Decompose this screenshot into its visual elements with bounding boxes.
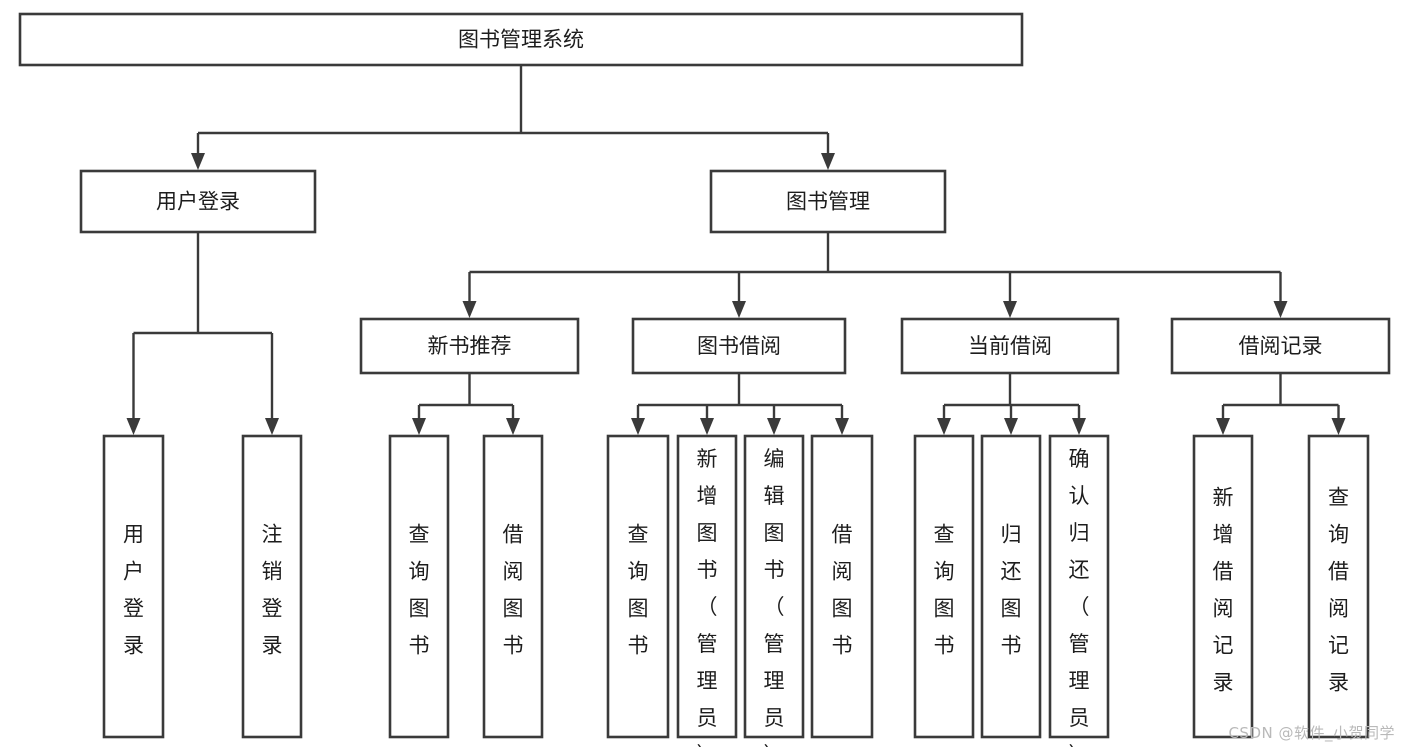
arrow-head [767,418,781,435]
node-l-borrow-book-2[interactable]: 借阅图书 [810,434,874,739]
node-box [606,434,670,739]
node-l-logout[interactable]: 注销登录 [241,434,303,739]
node-l-query-book-2[interactable]: 查询图书 [606,434,670,739]
node-l-add-book[interactable]: 新增图书（管理员） [676,434,738,747]
arrow-head [821,153,835,170]
node-l-query-record[interactable]: 查询借阅记录 [1307,434,1370,739]
node-box [1192,434,1254,739]
node-label: 新书推荐 [428,334,512,358]
node-label: 借阅图书 [503,522,524,657]
node-n-new-book-rec[interactable]: 新书推荐 [359,317,580,375]
node-label: 借阅图书 [832,522,853,657]
node-l-confirm-return[interactable]: 确认归还（管理员） [1048,434,1110,747]
node-box [631,317,847,375]
node-label: 归还图书 [1001,522,1022,657]
node-box [18,12,1024,67]
node-label: 图书借阅 [697,334,781,358]
node-box [709,169,947,234]
node-box [482,434,544,739]
node-n-user-login[interactable]: 用户登录 [79,169,317,234]
node-box [1170,317,1391,375]
node-label: 新增图书（管理员） [697,447,718,747]
arrow-head [1273,301,1288,318]
node-box [810,434,874,739]
arrow-head [1004,418,1018,435]
arrow-head [506,418,520,435]
node-l-query-book-3[interactable]: 查询图书 [913,434,975,739]
arrow-head [1072,418,1086,435]
arrow-head [265,418,279,435]
node-n-book-manage[interactable]: 图书管理 [709,169,947,234]
node-box [388,434,450,739]
node-box [743,434,805,739]
node-label: 用户登录 [156,190,240,214]
arrow-head [631,418,645,435]
node-n-book-borrow[interactable]: 图书借阅 [631,317,847,375]
node-label: 当前借阅 [968,334,1052,358]
arrow-head [937,418,951,435]
node-label: 用户登录 [123,522,144,657]
node-n-borrow-record[interactable]: 借阅记录 [1170,317,1391,375]
node-label: 注销登录 [262,522,283,657]
node-box [1048,434,1110,739]
arrow-head [191,153,205,170]
node-n-current-borrow[interactable]: 当前借阅 [900,317,1120,375]
node-root[interactable]: 图书管理系统 [18,12,1024,67]
node-l-borrow-book-1[interactable]: 借阅图书 [482,434,544,739]
node-l-user-login[interactable]: 用户登录 [102,434,165,739]
arrow-head [1003,301,1017,318]
node-box [913,434,975,739]
node-box [676,434,738,739]
node-l-edit-book[interactable]: 编辑图书（管理员） [743,434,805,747]
node-label: 查询借阅记录 [1328,485,1349,694]
watermark-text: CSDN @软件_小贺同学 [1228,724,1395,742]
node-label: 新增借阅记录 [1213,485,1234,694]
node-l-add-record[interactable]: 新增借阅记录 [1192,434,1254,739]
node-box [79,169,317,234]
arrow-head [462,301,477,318]
node-label: 查询图书 [409,522,430,657]
arrow-head [835,418,849,435]
node-box [1307,434,1370,739]
node-box [102,434,165,739]
node-l-return-book[interactable]: 归还图书 [980,434,1042,739]
node-label: 查询图书 [628,522,649,657]
node-label: 查询图书 [934,522,955,657]
node-label: 图书管理系统 [458,28,584,52]
arrow-head [700,418,714,435]
node-label: 确认归还（管理员） [1069,447,1090,747]
arrow-head [732,301,746,318]
node-box [241,434,303,739]
arrow-head [126,418,141,435]
node-label: 借阅记录 [1239,334,1323,358]
node-l-query-book-1[interactable]: 查询图书 [388,434,450,739]
node-box [900,317,1120,375]
node-box [980,434,1042,739]
arrow-head [1216,418,1230,435]
node-box [359,317,580,375]
arrow-head [1331,418,1346,435]
node-label: 编辑图书（管理员） [764,447,785,747]
connectors-layer [126,65,1346,435]
nodes-layer: 图书管理系统用户登录图书管理新书推荐图书借阅当前借阅借阅记录用户登录注销登录查询… [18,12,1391,747]
node-label: 图书管理 [786,190,870,214]
arrow-head [412,418,426,435]
